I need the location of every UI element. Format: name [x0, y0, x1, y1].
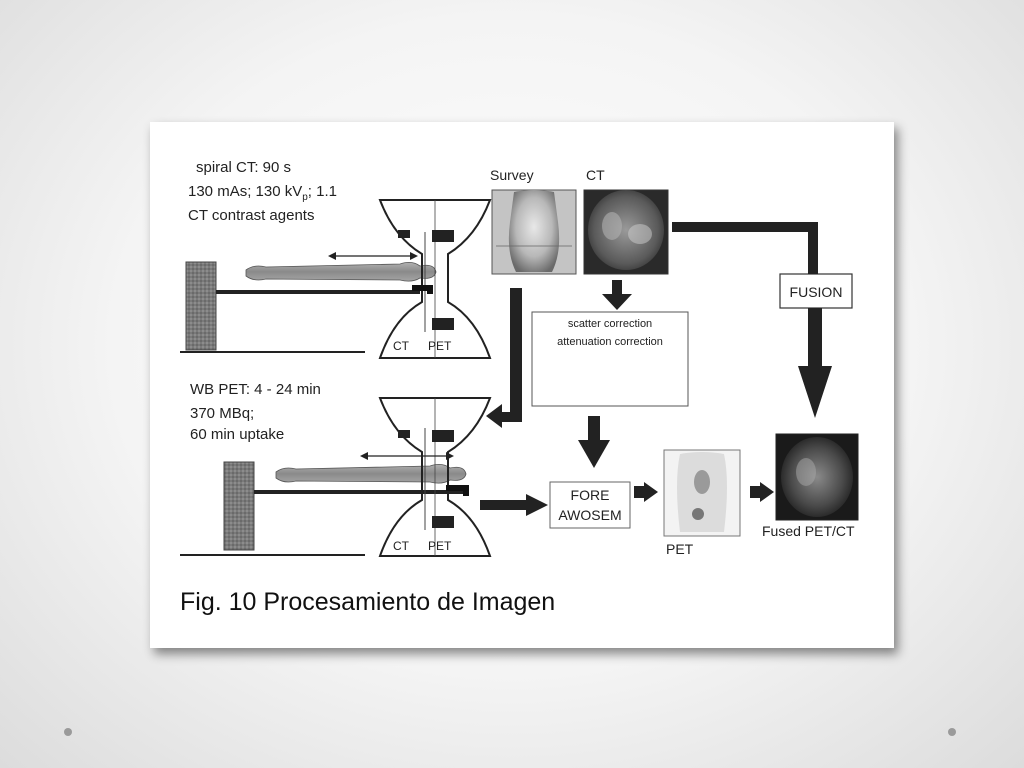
arrow-recon-to-pet-head — [644, 482, 658, 502]
label-survey: Survey — [490, 167, 534, 183]
ct-table-pedestal — [185, 261, 217, 351]
motion-arrow-2-head-right — [446, 452, 454, 460]
spiral-ct-line2-b: ; 1.1 — [307, 183, 337, 200]
figure-caption: Fig. 10 Procesamiento de Imagen — [180, 588, 556, 616]
slide-corner-dot-right — [948, 728, 956, 736]
wb-pet-line3: 60 min uptake — [190, 426, 285, 443]
label-fused: Fused PET/CT — [762, 523, 855, 539]
scanner-label-ct: CT — [393, 339, 409, 353]
slide-corner-dot-left — [64, 728, 72, 736]
spiral-ct-line2-a: 130 mAs; 130 kV — [188, 183, 303, 200]
arrow-correction-shaft — [588, 416, 600, 442]
detector-ring-pet — [432, 230, 454, 242]
arrow-fusion-head — [798, 366, 832, 418]
detector-ring-pet-lower — [432, 318, 454, 330]
arrow-scanner-to-recon-head — [526, 494, 548, 516]
detector-ring-pet-2 — [432, 430, 454, 442]
motion-arrow-2-head-left — [360, 452, 368, 460]
recon-line1: FORE — [570, 487, 610, 503]
arrow-survey-to-pet-head — [486, 404, 502, 428]
arrow-fusion-shaft — [808, 308, 822, 366]
pet-image — [663, 449, 741, 537]
survey-image — [491, 189, 577, 275]
detector-ring-ct-2 — [398, 430, 410, 438]
spiral-ct-line2: 130 mAs; 130 kVp; 1.1 — [188, 184, 337, 203]
bottom-scanner-row — [180, 397, 492, 557]
spiral-ct-line2-sub: p — [302, 192, 308, 203]
gantry-outline-2 — [378, 397, 492, 557]
bed-extension-2 — [446, 485, 469, 496]
pet-ct-workflow-diagram — [180, 189, 859, 557]
bed-extension — [412, 285, 433, 294]
ct-image — [583, 189, 669, 275]
patient-body — [245, 262, 437, 282]
arrow-pet-to-fused-head — [760, 482, 774, 502]
correction-line2: attenuation correction — [557, 336, 663, 348]
detector-ring-pet-lower-2 — [432, 516, 454, 528]
label-pet: PET — [666, 541, 694, 557]
arrow-ct-down-shaft — [612, 280, 622, 296]
motion-arrow-head-left — [328, 252, 336, 260]
wb-pet-line1: WB PET: 4 - 24 min — [190, 381, 321, 398]
arrow-ct-to-fusion — [672, 222, 818, 274]
spiral-ct-line1: spiral CT: 90 s — [196, 159, 292, 176]
top-scanner-row — [180, 199, 492, 359]
scanner-label-pet: PET — [428, 339, 452, 353]
arrow-survey-to-pet — [502, 288, 522, 422]
motion-arrow-head-right — [410, 252, 418, 260]
arrow-correction-head — [578, 440, 610, 468]
scanner-label-ct-2: CT — [393, 539, 409, 553]
flow-arrows — [480, 222, 832, 516]
arrow-ct-down-head — [602, 294, 632, 310]
correction-line1: scatter correction — [567, 318, 653, 330]
arrow-recon-to-pet-shaft — [634, 486, 646, 498]
fusion-label: FUSION — [789, 284, 843, 300]
figure-card: spiral CT: 90 s 130 mAs; 130 kVp; 1.1 CT… — [150, 122, 894, 648]
recon-line2: AWOSEM — [558, 507, 622, 523]
label-ct: CT — [586, 167, 605, 183]
correction-box — [531, 311, 689, 407]
recon-box — [549, 481, 631, 529]
arrow-pet-to-fused-shaft — [750, 486, 762, 498]
arrow-scanner-to-recon-shaft — [480, 500, 528, 510]
pet-table-pedestal — [223, 461, 255, 551]
gantry-outline — [378, 199, 492, 359]
patient-body-2 — [275, 464, 467, 484]
detector-ring-ct — [398, 230, 410, 238]
spiral-ct-line3: CT contrast agents — [188, 207, 315, 224]
fused-image — [775, 433, 859, 521]
scanner-label-pet-2: PET — [428, 539, 452, 553]
wb-pet-line2: 370 MBq; — [190, 405, 255, 422]
